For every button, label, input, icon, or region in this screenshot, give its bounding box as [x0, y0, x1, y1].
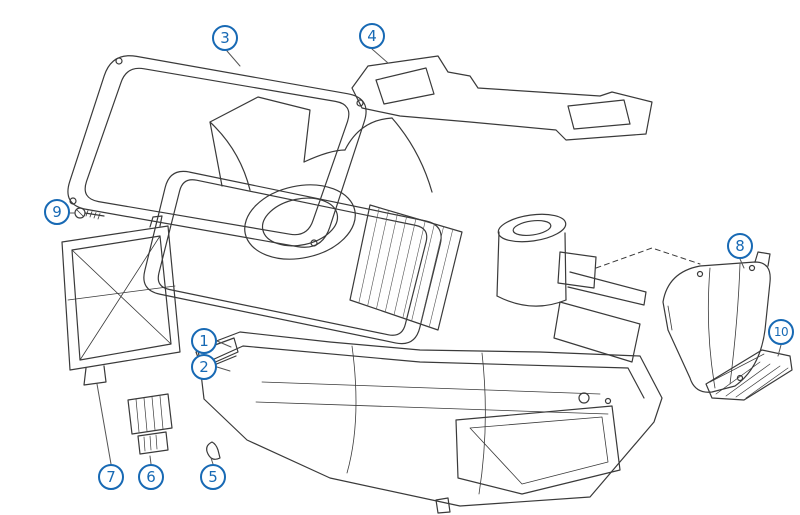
callout-1[interactable]: 1 [191, 328, 217, 354]
callout-2-label: 2 [199, 357, 209, 376]
callout-10-label: 10 [773, 325, 789, 339]
callout-7-label: 7 [106, 467, 116, 486]
heater-top-frame [144, 171, 441, 343]
callout-9-label: 9 [52, 202, 62, 221]
part-4-flat-gasket [352, 56, 652, 140]
callout-9[interactable]: 9 [44, 199, 70, 225]
callout-6-label: 6 [146, 467, 156, 486]
callout-leader-lines [70, 49, 781, 464]
part-10-grille-duct [706, 350, 792, 400]
part-6-bracket [128, 394, 172, 454]
callout-5-label: 5 [208, 467, 218, 486]
part-5-clip [207, 442, 220, 459]
part-7-side-cover [62, 216, 180, 385]
blower-dome-and-funnel [210, 97, 432, 269]
callout-8[interactable]: 8 [727, 233, 753, 259]
callout-5[interactable]: 5 [200, 464, 226, 490]
callout-6[interactable]: 6 [138, 464, 164, 490]
callout-8-label: 8 [735, 236, 745, 255]
callout-3[interactable]: 3 [212, 25, 238, 51]
callout-4[interactable]: 4 [359, 23, 385, 49]
part-3-seal-frame [68, 56, 366, 248]
callout-2[interactable]: 2 [191, 354, 217, 380]
heater-core [350, 205, 462, 330]
part-8-end-cover [596, 248, 770, 392]
callout-1-label: 1 [199, 331, 209, 350]
valve-tower [497, 210, 646, 362]
callout-7[interactable]: 7 [98, 464, 124, 490]
callout-10[interactable]: 10 [768, 319, 794, 345]
callout-4-label: 4 [367, 26, 377, 45]
callout-3-label: 3 [220, 28, 230, 47]
lower-housing [196, 332, 662, 513]
